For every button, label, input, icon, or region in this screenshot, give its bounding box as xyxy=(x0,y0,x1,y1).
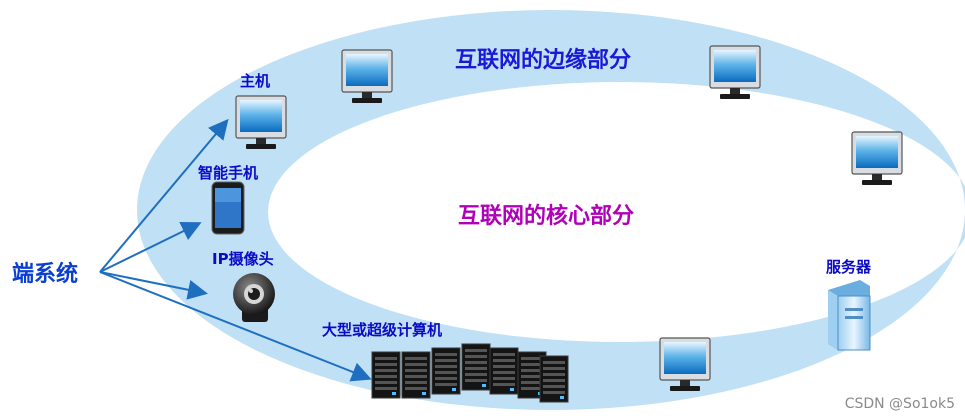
smartphone-icon xyxy=(211,181,245,235)
smartphone-label: 智能手机 xyxy=(198,164,259,182)
end-systems-label: 端系统 xyxy=(12,262,79,287)
ip-camera-icon xyxy=(233,273,275,322)
ip-camera-label: IP摄像头 xyxy=(212,250,274,268)
watermark: CSDN @So1ok5 xyxy=(844,396,955,412)
core-title: 互联网的核心部分 xyxy=(458,204,635,229)
server-label: 服务器 xyxy=(826,258,872,276)
edge-computer-icon-3 xyxy=(851,131,903,186)
arrow-to-supercomputer xyxy=(99,271,372,382)
arrow-to-host xyxy=(99,118,229,273)
server-icon xyxy=(828,280,871,351)
arrow-to-phone xyxy=(99,222,202,273)
edge-title: 互联网的边缘部分 xyxy=(455,48,632,73)
supercomputer-label: 大型或超级计算机 xyxy=(322,321,443,339)
host-label: 主机 xyxy=(240,72,271,90)
arrow-to-camera xyxy=(99,271,208,300)
edge-ring xyxy=(137,10,965,410)
end-system-arrows xyxy=(99,118,372,382)
